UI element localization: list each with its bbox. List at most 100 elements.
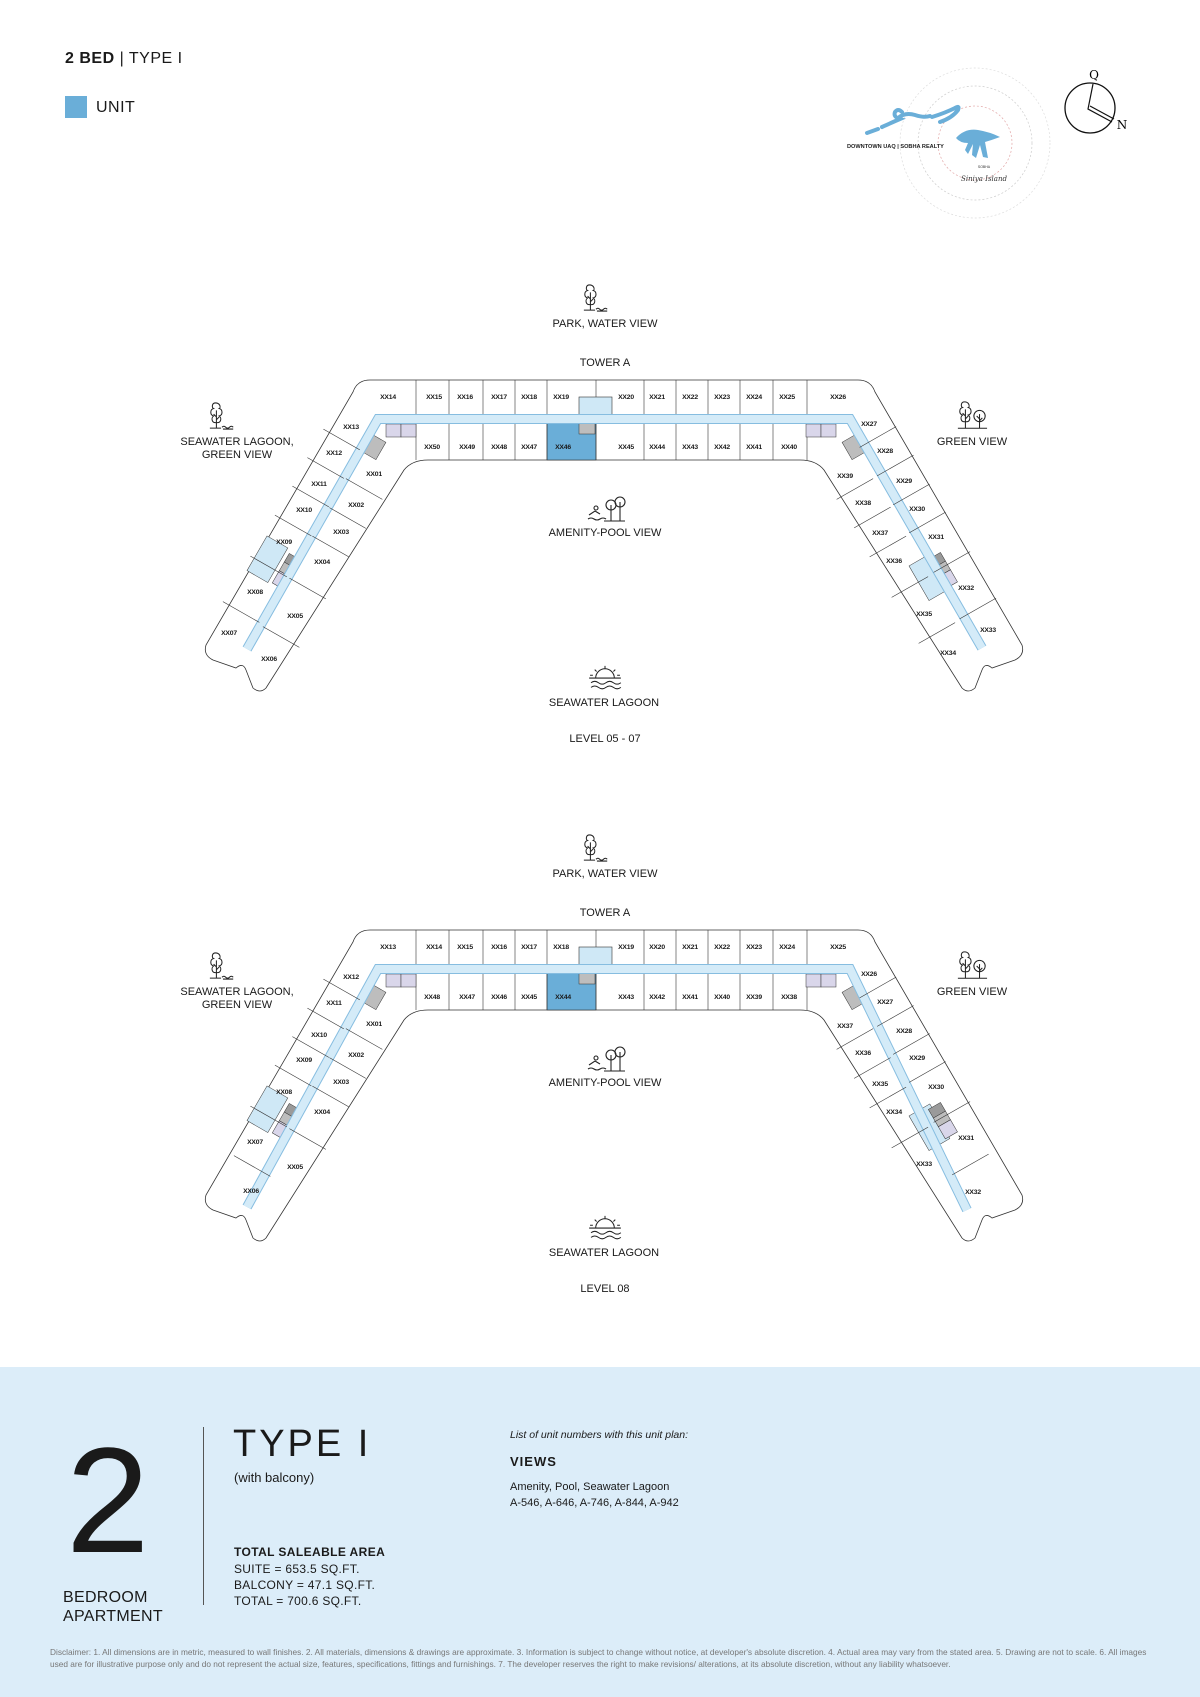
- unit-label: XX09: [296, 1057, 312, 1064]
- unit-label: XX28: [896, 1028, 912, 1035]
- unit-label: XX04: [314, 559, 330, 566]
- unit-label: XX18: [521, 394, 537, 401]
- unit-label: XX29: [909, 1055, 925, 1062]
- unit-divider: [345, 478, 383, 500]
- unit-divider: [918, 622, 956, 644]
- unit-label: XX48: [491, 444, 507, 451]
- unit-label: XX43: [618, 994, 634, 1001]
- unit-divider: [345, 1028, 383, 1050]
- unit-label: XX07: [247, 1139, 263, 1146]
- logo-island: [956, 129, 1000, 158]
- unit-label: XX31: [958, 1135, 974, 1142]
- unit-label: XX33: [916, 1161, 932, 1168]
- area-total: TOTAL = 700.6 SQ.FT.: [234, 1594, 362, 1608]
- park-water-icon: [583, 834, 608, 862]
- unit-divider: [312, 535, 350, 558]
- unit-label: XX25: [830, 944, 846, 951]
- unit-label: XX50: [424, 444, 440, 451]
- unit-info-panel: [0, 1367, 1200, 1697]
- unit-label: XX15: [457, 944, 473, 951]
- logo-brand-script: Siniya Island: [961, 175, 1007, 183]
- page-title-type: | TYPE I: [119, 50, 183, 67]
- area-heading: TOTAL SALEABLE AREA: [234, 1545, 386, 1559]
- unit-divider: [853, 506, 891, 529]
- unit-divider: [323, 428, 361, 451]
- unit-divider: [908, 1061, 946, 1083]
- unit-list-heading: List of unit numbers with this unit plan…: [510, 1429, 689, 1441]
- unit-label: XX45: [618, 444, 634, 451]
- stair-core: [400, 423, 417, 438]
- sunset-water-icon: [588, 665, 622, 690]
- unit-label: XX38: [781, 994, 797, 1001]
- amenity-pool-icon: [587, 496, 626, 522]
- unit-divider: [859, 976, 897, 999]
- unit-divider: [876, 454, 914, 477]
- unit-divider: [307, 457, 345, 479]
- unit-divider: [329, 507, 367, 529]
- compass-label-q: Q: [1089, 68, 1099, 82]
- unit-label: XX30: [909, 506, 925, 513]
- unit-label: XX14: [426, 944, 442, 951]
- views-name: Amenity, Pool, Seawater Lagoon: [510, 1481, 670, 1493]
- unit-divider: [274, 1064, 312, 1087]
- unit-label: XX19: [553, 394, 569, 401]
- unit-divider: [292, 1036, 330, 1058]
- unit-label: XX39: [746, 994, 762, 1001]
- tower-label: TOWER A: [580, 907, 631, 919]
- compass-needle-icon: [1087, 83, 1115, 123]
- unit-label: XX11: [326, 1000, 342, 1007]
- unit-divider: [250, 1105, 288, 1128]
- area-suite: SUITE = 653.5 SQ.FT.: [234, 1562, 360, 1576]
- unit-label: XX34: [940, 650, 956, 657]
- unit-divider: [222, 601, 260, 623]
- view-label-top: PARK, WATER VIEW: [553, 318, 659, 330]
- unit-label: XX20: [618, 394, 634, 401]
- unit-label: XX09: [276, 539, 292, 546]
- view-label-center: AMENITY-POOL VIEW: [549, 527, 662, 539]
- area-balcony: BALCONY = 47.1 SQ.FT.: [234, 1578, 376, 1592]
- unit-label: XX01: [366, 1021, 382, 1028]
- unit-label: XX34: [886, 1109, 902, 1116]
- bedroom-count: 2: [66, 1416, 150, 1584]
- view-label-top: PARK, WATER VIEW: [553, 868, 659, 880]
- unit-divider: [892, 483, 930, 506]
- tree-water-icon: [209, 952, 234, 980]
- level-label: LEVEL 05 - 07: [569, 733, 640, 745]
- unit-divider: [307, 1007, 345, 1030]
- unit-label: XX42: [649, 994, 665, 1001]
- legend-unit-label: UNIT: [96, 99, 136, 116]
- unit-divider: [951, 1153, 989, 1176]
- unit-label: XX05: [287, 1164, 303, 1171]
- unit-label: XX35: [872, 1081, 888, 1088]
- core-lift-lobby: [578, 946, 613, 966]
- unit-label: XX22: [682, 394, 698, 401]
- unit-label: XX27: [861, 421, 877, 428]
- unit-label: XX36: [886, 558, 902, 565]
- view-label-bottom: SEAWATER LAGOON: [549, 1247, 659, 1259]
- trees-icon: [957, 401, 988, 429]
- unit-divider: [292, 485, 330, 508]
- compass: Q N: [1064, 68, 1127, 134]
- views-heading: VIEWS: [510, 1454, 557, 1469]
- unit-divider: [876, 1005, 914, 1027]
- view-label-left-line2: GREEN VIEW: [202, 999, 273, 1011]
- unit-label: XX44: [649, 444, 665, 451]
- unit-divider: [853, 1057, 891, 1079]
- unit-divider: [289, 1128, 327, 1150]
- unit-label: XX11: [311, 481, 327, 488]
- unit-divider: [329, 1057, 367, 1079]
- view-label-right: GREEN VIEW: [937, 436, 1008, 448]
- level-label: LEVEL 08: [580, 1283, 629, 1295]
- core-lift: [578, 422, 596, 435]
- unit-label: XX02: [348, 502, 364, 509]
- unit-label: XX44: [555, 994, 571, 1001]
- unit-label: XX05: [287, 613, 303, 620]
- disclaimer: Disclaimer: 1. All dimensions are in met…: [50, 1647, 1147, 1669]
- compass-circle: [1064, 82, 1116, 134]
- unit-label: XX18: [553, 944, 569, 951]
- stair-core: [820, 423, 837, 438]
- unit-label: XX33: [980, 627, 996, 634]
- logo-brand-small: SOBHA: [978, 165, 991, 169]
